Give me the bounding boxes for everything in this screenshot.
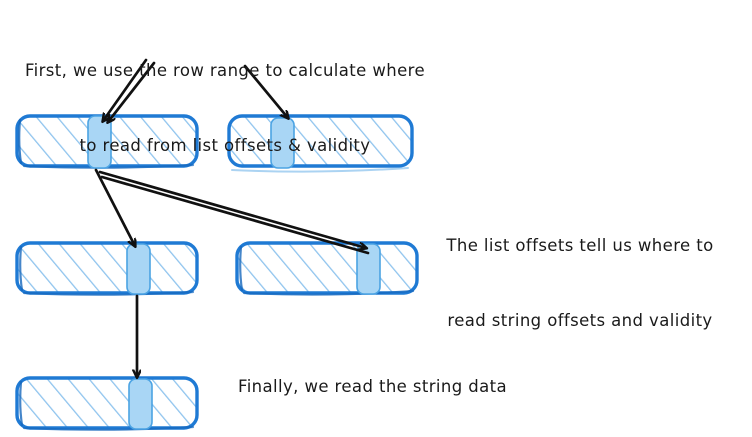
buffer-outline	[235, 241, 419, 295]
note-row-range-line1: First, we use the row range to calculate…	[24, 61, 426, 80]
arrow-to-string-validity	[98, 170, 366, 248]
arrow-to-string-offsets	[94, 168, 135, 246]
arrow-to-string-validity-b	[100, 175, 370, 255]
note-list-offsets-line1: The list offsets tell us where to	[446, 236, 714, 255]
note-row-range: First, we use the row range to calculate…	[10, 8, 440, 208]
arrow-to-list-validity	[243, 64, 288, 118]
note-list-offsets-line2: read string offsets and validity	[447, 311, 713, 330]
buffer-string-offsets	[15, 241, 199, 296]
buffer-outline	[15, 376, 199, 430]
buffer-string-data	[15, 376, 199, 431]
note-string-data: Finally, we read the string data	[238, 324, 638, 437]
buffer-string-validity	[235, 241, 419, 296]
buffer-outline	[227, 114, 414, 168]
arrow-to-list-offsets-b	[108, 61, 156, 122]
buffer-list-validity	[227, 114, 414, 173]
arrow-to-list-offsets-a	[103, 58, 148, 121]
note-iops: Six IOPS, in three stages :(	[238, 389, 638, 437]
note-list-offsets: The list offsets tell us where to read s…	[412, 183, 748, 383]
buffer-outline	[15, 241, 199, 295]
buffer-list-offsets	[15, 114, 199, 169]
string-offsets-slice	[126, 243, 151, 295]
string-validity-slice	[356, 243, 381, 295]
list-offsets-slice	[87, 115, 112, 169]
note-row-range-line2: to read from list offsets & validity	[79, 136, 371, 155]
note-string-data-line1: Finally, we read the string data	[238, 377, 508, 396]
